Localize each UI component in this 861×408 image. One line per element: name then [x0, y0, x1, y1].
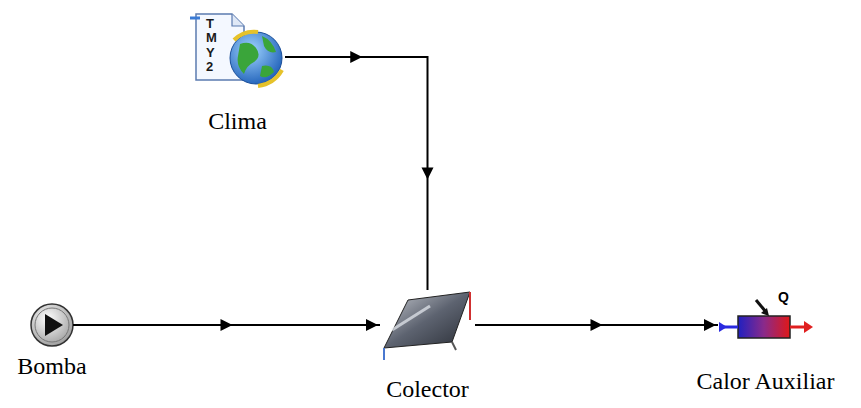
arrow-head	[422, 168, 434, 180]
arrow-head	[366, 319, 378, 331]
solar-collector-icon	[384, 292, 470, 360]
collector-node: Colector	[380, 290, 475, 352]
connector-line	[285, 57, 428, 290]
node-label: Colector	[386, 376, 469, 402]
heater-node: Calor Auxiliar	[718, 300, 813, 345]
heat-symbol: Q	[778, 289, 789, 305]
arrow-head	[704, 319, 716, 331]
pump-node: Bomba	[31, 304, 73, 346]
aux-heater-icon	[719, 300, 813, 338]
arrow-head	[350, 51, 362, 63]
file-type-text: TMY2	[206, 17, 219, 74]
pump-icon	[31, 304, 73, 346]
flow-connector	[475, 319, 718, 331]
flow-connector	[73, 319, 380, 331]
node-label: Clima	[208, 108, 267, 134]
arrow-head	[591, 319, 603, 331]
node-label: Bomba	[17, 353, 86, 379]
weather-icon	[190, 14, 282, 86]
node-label: Calor Auxiliar	[697, 368, 835, 394]
weather-node: Clima	[190, 12, 285, 90]
flow-connector	[285, 51, 434, 290]
arrow-head	[221, 319, 233, 331]
